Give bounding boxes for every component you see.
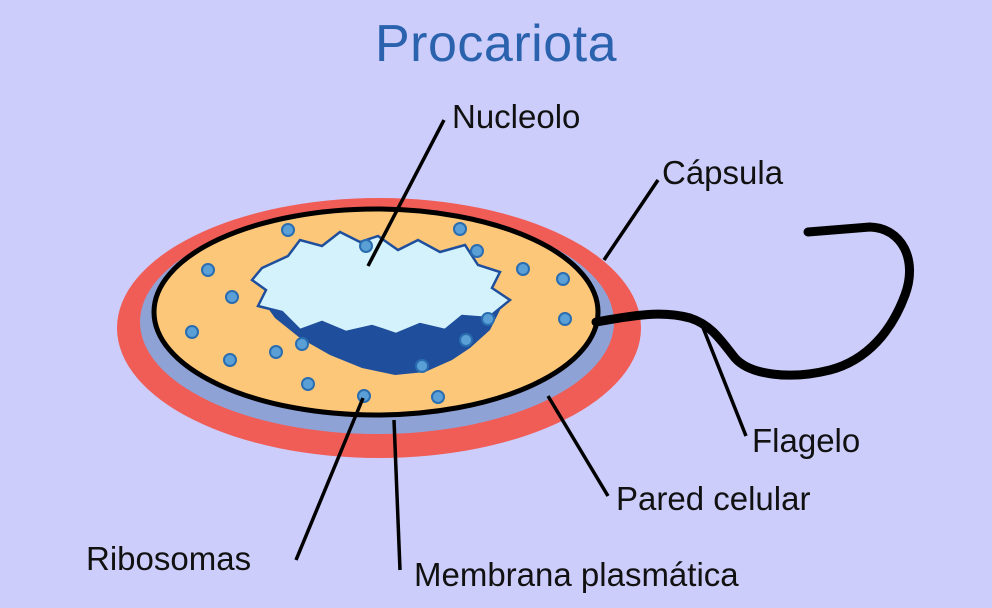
- leader-pared: [546, 395, 610, 497]
- nucleoid-light: [250, 230, 513, 336]
- diagram-title: Procariota: [375, 15, 617, 73]
- ribosome: [357, 389, 371, 403]
- ribosome: [201, 263, 215, 277]
- ribosome: [359, 239, 373, 253]
- ribosome: [269, 345, 283, 359]
- leader-flagelo: [698, 319, 748, 437]
- ribosome: [459, 333, 473, 347]
- ribosome: [470, 244, 484, 258]
- flagellum: [591, 222, 914, 380]
- leader-lines: [294, 119, 748, 571]
- ribosome: [295, 337, 309, 351]
- ribosome: [481, 312, 495, 326]
- ribosome: [281, 223, 295, 237]
- ribosome: [431, 390, 445, 404]
- label-flagelo: Flagelo: [752, 422, 861, 459]
- label-ribosomas: Ribosomas: [86, 540, 252, 577]
- ribosome: [558, 312, 572, 326]
- label-nucleolo: Nucleolo: [452, 98, 581, 135]
- leader-ribosomas: [294, 397, 365, 561]
- ribosome: [185, 325, 199, 339]
- leader-membrana: [392, 419, 402, 571]
- ribosome: [516, 262, 530, 276]
- ribosomes: [185, 222, 572, 404]
- leader-nucleolo: [366, 119, 446, 267]
- ribosome: [556, 272, 570, 286]
- label-capsula: Cápsula: [662, 154, 784, 191]
- ribosome: [415, 359, 429, 373]
- ribosome: [301, 377, 315, 391]
- leader-capsula: [602, 179, 660, 261]
- label-membrana-plasmatica: Membrana plasmática: [414, 556, 739, 593]
- ribosome: [223, 353, 237, 367]
- ribosome: [453, 222, 467, 236]
- ribosome: [225, 290, 239, 304]
- label-pared-celular: Pared celular: [616, 480, 811, 517]
